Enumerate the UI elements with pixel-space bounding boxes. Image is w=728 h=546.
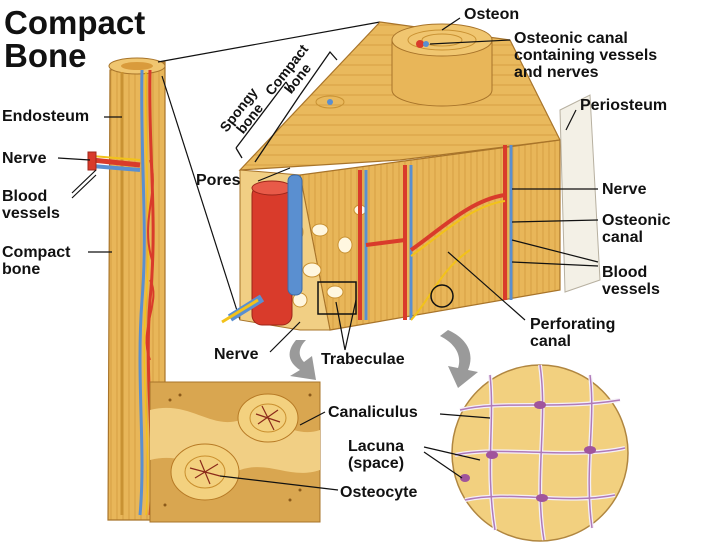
trabeculae-magnified	[149, 381, 321, 523]
label-perforating-canal: Perforating canal	[530, 316, 616, 350]
label-compact-bone: Compact bone	[2, 244, 71, 278]
label-nerve-left: Nerve	[2, 150, 47, 167]
label-periosteum: Periosteum	[580, 97, 668, 114]
diagram-title: Compact Bone	[4, 4, 146, 74]
long-bone-section	[87, 57, 166, 521]
label-osteonic-canal: Osteonic canal	[602, 212, 671, 246]
label-blood-vessels-left: Blood vessels	[2, 188, 60, 222]
label-pores: Pores	[196, 172, 241, 189]
label-osteon: Osteon	[464, 6, 520, 23]
label-trabeculae: Trabeculae	[321, 351, 405, 368]
label-canaliculus: Canaliculus	[328, 404, 418, 421]
label-lacuna: Lacuna (space)	[348, 438, 405, 472]
osteocyte-magnified	[451, 364, 629, 542]
label-endosteum: Endosteum	[2, 108, 90, 125]
label-osteocyte: Osteocyte	[340, 484, 418, 501]
label-nerve-bottom: Nerve	[214, 346, 259, 363]
bone-block	[221, 21, 601, 331]
label-nerve-right: Nerve	[602, 181, 647, 198]
label-osteonic-canal-vessels: Osteonic canal containing vessels and ne…	[514, 30, 658, 81]
label-blood-vessels-right: Blood vessels	[602, 264, 660, 298]
leader-lines	[57, 17, 599, 491]
